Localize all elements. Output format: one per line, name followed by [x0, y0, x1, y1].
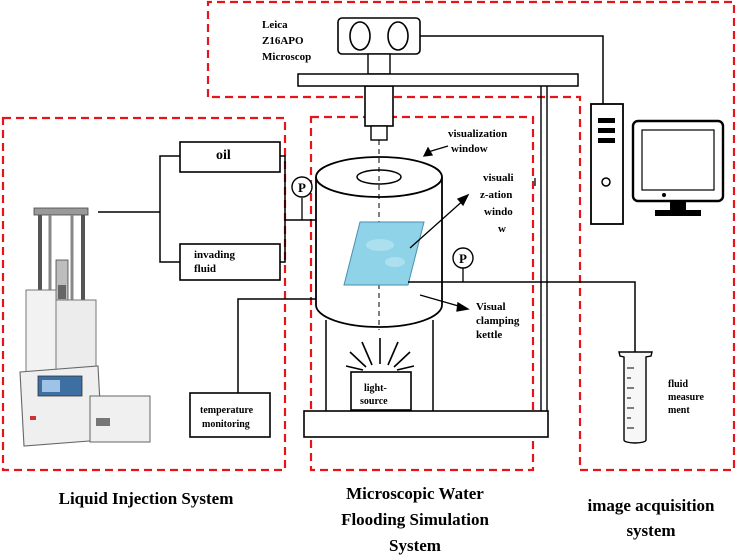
side-window-label-3: windo [484, 206, 513, 218]
visualization-window-label-2: window [451, 143, 488, 155]
monitor-icon [631, 119, 725, 216]
light-source-label-1: light- [364, 383, 387, 394]
clamping-kettle-label-1: Visual [476, 301, 506, 313]
invading-fluid-label-1: invading [194, 249, 235, 261]
injection-pump-icon [19, 207, 151, 447]
temperature-wire [237, 298, 316, 393]
fluid-measurement-label-3: ment [668, 405, 690, 416]
camera-cable [420, 35, 604, 105]
side-window-label-4: w [498, 223, 506, 235]
image-acquisition-title-1: image acquisition [587, 496, 715, 515]
liquid-injection-boundary [1, 116, 287, 472]
image-acquisition-boundary [206, 0, 736, 472]
base-plate [303, 410, 549, 438]
side-window-label-2: z-ation [480, 189, 513, 201]
microscope [337, 17, 421, 141]
outlet-line [408, 281, 636, 352]
microscope-label-line3: Microscop [262, 51, 312, 63]
invading-fluid-label-2: fluid [194, 263, 217, 275]
clamping-kettle-label-2: clamping [476, 315, 520, 327]
image-acquisition-title-2: system [626, 521, 676, 540]
temperature-label-1: temperature [200, 405, 254, 416]
clamping-kettle-label-3: kettle [476, 329, 503, 341]
side-window-label-1: visuali [483, 172, 514, 184]
microscope-label-line2: Z16APO [262, 35, 304, 47]
temperature-label-2: monitoring [202, 419, 250, 430]
flooding-system-title-2: Flooding Simulation [341, 510, 489, 529]
light-source-label-2: source [360, 396, 388, 407]
oil-box [179, 141, 281, 173]
fluid-measurement-label-2: measure [668, 392, 704, 403]
pressure-gauge-inlet [291, 176, 313, 198]
annotation-arrows [409, 145, 536, 312]
liquid-injection-system-title: Liquid Injection System [58, 489, 234, 508]
fluid-measurement-label-1: fluid [668, 379, 689, 390]
visualization-window-label-1: visualization [448, 128, 508, 140]
svg-text:P: P [459, 251, 467, 266]
flooding-system-title-1: Microscopic Water [346, 484, 484, 503]
microscope-arm [297, 73, 579, 87]
graduated-cylinder-icon [618, 351, 653, 444]
temperature-monitoring-box [189, 392, 271, 438]
microscope-label-line1: Leica [262, 19, 288, 31]
light-rays [345, 338, 415, 371]
computer-tower-icon [590, 103, 624, 225]
svg-text:P: P [298, 180, 306, 195]
light-source-box [350, 371, 412, 411]
visualization-window-glass [343, 221, 425, 286]
flooding-system-boundary [309, 115, 535, 472]
oil-label: oil [216, 148, 231, 163]
flooding-system-title-3: System [389, 536, 441, 555]
clamping-kettle [315, 140, 443, 330]
invading-fluid-box [179, 243, 281, 281]
